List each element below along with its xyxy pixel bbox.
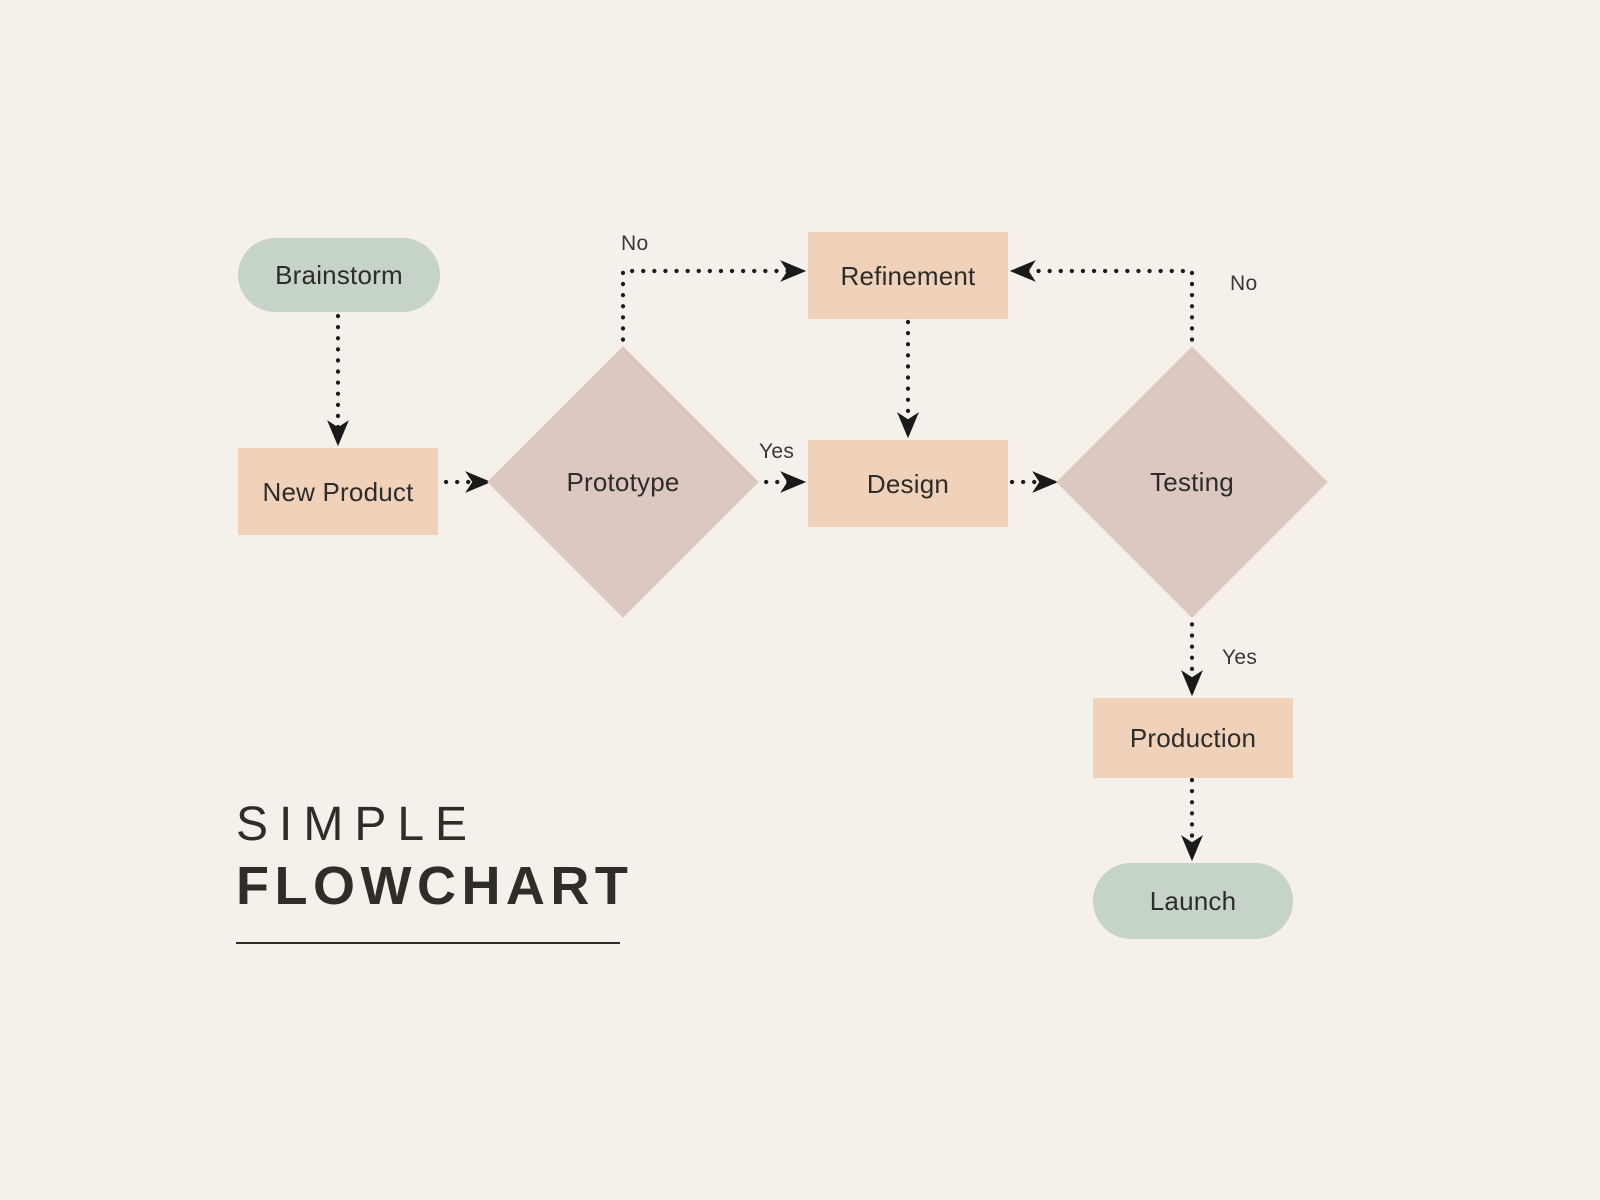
node-brainstorm[interactable]: Brainstorm [238, 238, 440, 312]
node-refinement[interactable]: Refinement [808, 232, 1008, 319]
node-new-product-label: New Product [262, 476, 414, 507]
node-design-label: Design [866, 468, 950, 499]
title-underline-rule [236, 942, 620, 945]
node-new-product[interactable]: New Product [238, 448, 438, 535]
title-line-flowchart: FLOWCHART [236, 855, 634, 916]
node-launch[interactable]: Launch [1093, 863, 1293, 939]
edge-prototype-no-refinement [620, 260, 807, 387]
title-block: SIMPLE FLOWCHART [236, 798, 656, 945]
node-testing-label: Testing [1150, 466, 1234, 497]
title-line-simple: SIMPLE [236, 798, 479, 851]
node-brainstorm-label: Brainstorm [275, 260, 403, 290]
edge-label-prototype-no: No [621, 232, 649, 255]
edge-label-prototype-yes: Yes [759, 440, 795, 463]
node-production[interactable]: Production [1093, 698, 1293, 778]
node-launch-label: Launch [1149, 886, 1237, 916]
node-production-label: Production [1129, 723, 1257, 753]
edge-label-testing-yes: Yes [1222, 646, 1258, 669]
node-prototype[interactable]: Prototype [487, 346, 759, 618]
edge-label-testing-no: No [1230, 272, 1258, 295]
node-prototype-label: Prototype [566, 466, 680, 497]
edge-testing-no-refinement [1009, 260, 1195, 387]
node-testing[interactable]: Testing [1056, 346, 1328, 618]
node-design[interactable]: Design [808, 440, 1008, 527]
node-refinement-label: Refinement [840, 260, 976, 291]
